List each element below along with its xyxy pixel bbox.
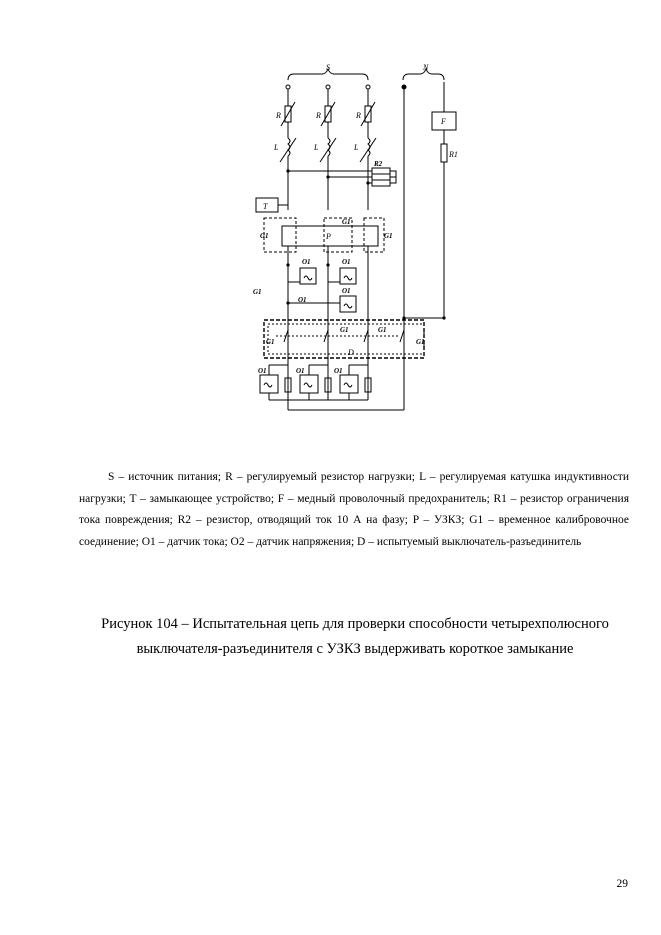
page-number: 29 xyxy=(616,878,629,890)
label-o1-e: O1 xyxy=(258,367,267,375)
circuit-diagram: S N R R R L L L R2 T F R1 P G1 G1 G1 G1 … xyxy=(240,60,460,420)
label-g1-e: G1 xyxy=(340,326,349,334)
label-r-3: R xyxy=(355,111,361,120)
label-g1-a: G1 xyxy=(342,218,351,226)
circuit-svg: S N R R R L L L R2 T F R1 P G1 G1 G1 G1 … xyxy=(253,63,458,411)
label-o1-b: O1 xyxy=(342,258,351,266)
label-r2: R2 xyxy=(373,160,383,168)
label-r-1: R xyxy=(275,111,281,120)
label-g1-f: G1 xyxy=(378,326,387,334)
source-brace xyxy=(287,67,369,81)
label-f: F xyxy=(440,117,446,126)
label-o1-f: O1 xyxy=(296,367,305,375)
label-o1-c: O1 xyxy=(298,296,307,304)
figure-legend: S – источник питания; R – регулируемый р… xyxy=(79,467,629,553)
label-r-2: R xyxy=(315,111,321,120)
label-l-1: L xyxy=(273,143,279,152)
label-o1-a: O1 xyxy=(302,258,311,266)
label-d: D xyxy=(347,348,354,357)
label-g1-d: G1 xyxy=(253,288,262,296)
label-s: S xyxy=(326,63,330,72)
label-g1-c: G1 xyxy=(384,232,393,240)
label-g1-h: G1 xyxy=(416,338,425,346)
neutral-brace xyxy=(402,67,445,81)
caption-line-2: выключателя-разъединителя с УЗКЗ выдержи… xyxy=(136,641,574,657)
label-g1-b: G1 xyxy=(260,232,269,240)
label-o1-d: O1 xyxy=(342,287,351,295)
label-l-2: L xyxy=(313,143,319,152)
caption-line-1: Рисунок 104 – Испытательная цепь для про… xyxy=(101,616,609,632)
label-n: N xyxy=(422,63,429,72)
label-r1: R1 xyxy=(448,150,458,159)
label-p: P xyxy=(325,232,331,241)
label-g1-g: G1 xyxy=(266,338,275,346)
label-l-3: L xyxy=(353,143,359,152)
label-o1-g: O1 xyxy=(334,367,343,375)
figure-caption: Рисунок 104 – Испытательная цепь для про… xyxy=(60,612,650,662)
label-t: T xyxy=(263,202,268,211)
legend-text: S – источник питания; R – регулируемый р… xyxy=(79,471,629,548)
